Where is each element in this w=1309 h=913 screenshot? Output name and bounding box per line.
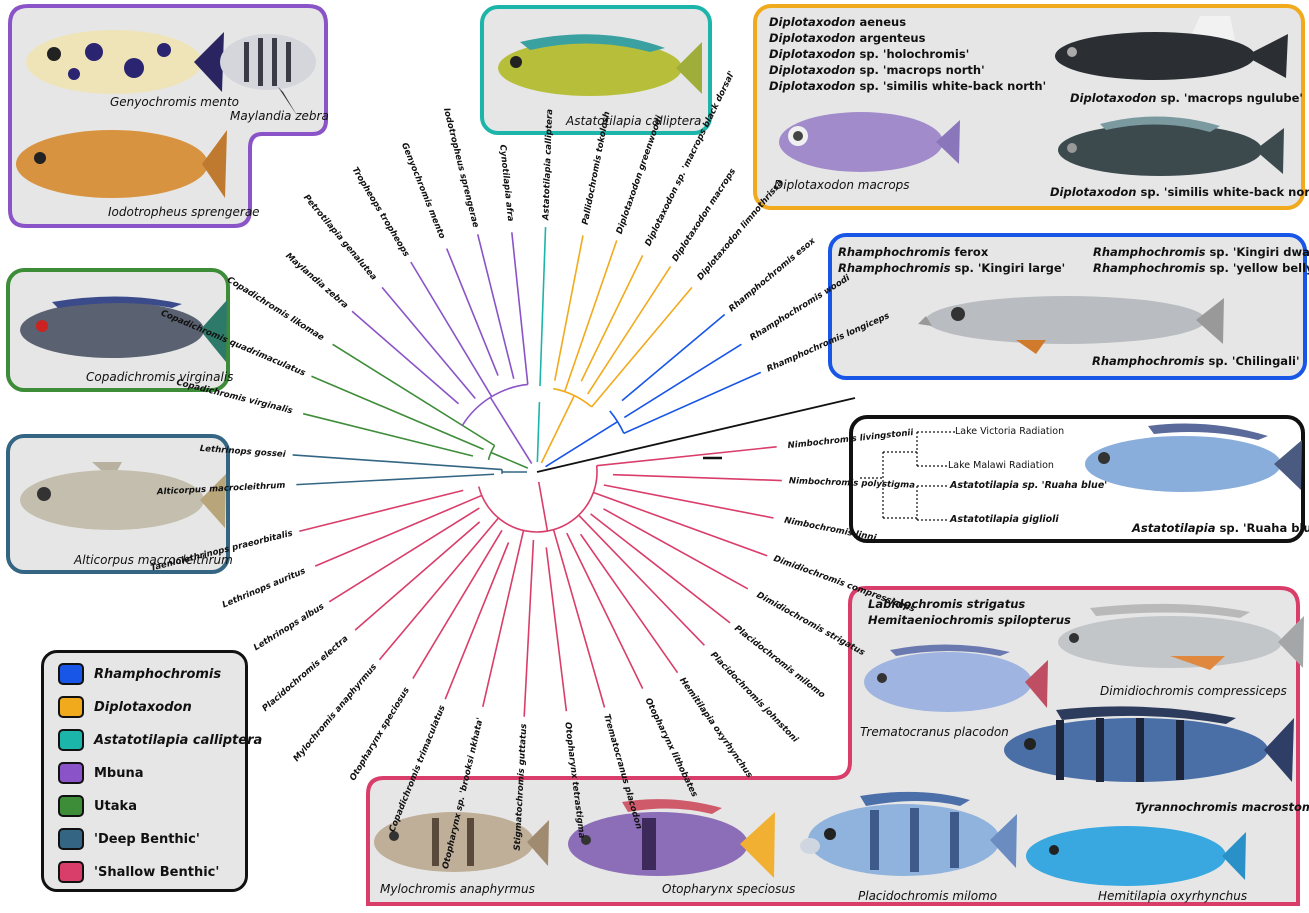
tree-branch: [296, 474, 494, 484]
clade-arc: [479, 466, 597, 532]
tree-tip-label: Stigmatochromis guttatus: [513, 723, 530, 851]
clade-stem: [537, 402, 539, 462]
tree-tip-label: Otopharynx lithobates: [643, 697, 700, 799]
tree-tip-label: Tropheops tropheops: [350, 166, 412, 259]
tree-branch: [447, 249, 498, 376]
tree-branch: [380, 518, 499, 660]
legend-swatch: [58, 795, 84, 817]
tree-tip-label: Lethrinops auritus: [221, 566, 307, 610]
tree-branch: [613, 475, 782, 481]
tree-branch: [603, 509, 747, 589]
tree-tip-label: Otopharynx sp. 'brooksi nkhata': [441, 717, 486, 871]
tree-tip-label: Diplotaxodon sp. 'macrops black dorsal': [643, 70, 737, 248]
tree-branch: [382, 287, 475, 398]
legend-swatch: [58, 828, 84, 850]
legend-entry: Utaka: [58, 795, 137, 817]
clade-stem: [491, 452, 528, 468]
clade-stem: [541, 396, 574, 463]
tree-branch: [604, 485, 774, 518]
tree-branch: [540, 227, 546, 386]
tree-tip-label: Trematocranus placodon: [601, 713, 643, 830]
clade-stem: [539, 482, 548, 531]
tree-tip-label: Otopharynx speciosus: [348, 686, 412, 783]
legend-swatch: [58, 861, 84, 883]
tree-tip-label: Dimidiochromis strigatus: [755, 590, 867, 658]
tree-branch: [555, 235, 583, 380]
outgroup-branch: [537, 398, 855, 472]
legend-label: Astatotilapia calliptera: [94, 733, 262, 748]
legend: RhamphochromisDiplotaxodonAstatotilapia …: [41, 650, 248, 892]
tree-tip-label: Dimidiochromis compressiceps: [772, 554, 916, 615]
tree-branch: [591, 514, 730, 623]
legend-swatch: [58, 663, 84, 685]
legend-label: 'Deep Benthic': [94, 832, 200, 847]
tree-branch: [565, 240, 617, 391]
tree-branch: [567, 533, 643, 688]
legend-entry: 'Shallow Benthic': [58, 861, 219, 883]
legend-label: Mbuna: [94, 766, 144, 781]
tree-tip-label: Nimbochromis linni: [783, 516, 878, 544]
tree-tip-label: Copadichromis trimaculatus: [387, 704, 447, 834]
tree-tip-label: Nimbochromis livingstonii: [787, 428, 915, 451]
tree-branch: [478, 234, 514, 379]
legend-entry: Astatotilapia calliptera: [58, 729, 262, 751]
tree-tip-label: Maylandia zebra: [283, 251, 350, 311]
tree-branch: [546, 547, 566, 711]
legend-swatch: [58, 762, 84, 784]
legend-entry: Mbuna: [58, 762, 144, 784]
tree-branch: [299, 490, 463, 531]
legend-label: 'Shallow Benthic': [94, 865, 219, 880]
tree-tip-label: Lethrinops albus: [252, 602, 326, 653]
clade-stem: [490, 397, 531, 463]
legend-entry: 'Deep Benthic': [58, 828, 200, 850]
tree-tip-label: Genyochromis mento: [399, 141, 447, 240]
tree-tip-label: Astatotilapia calliptera: [541, 109, 555, 222]
tree-branch: [597, 447, 777, 466]
tree-branch: [592, 287, 692, 407]
legend-label: Rhamphochromis: [94, 667, 221, 682]
legend-label: Utaka: [94, 799, 137, 814]
tree-tip-label: Lethrinops gossei: [199, 444, 287, 460]
tree-branch: [579, 515, 705, 645]
legend-swatch: [58, 729, 84, 751]
tree-tip-label: Pallidochromis tokolosh: [581, 111, 613, 226]
tree-tip-label: Alticorpus macrocleithrum: [156, 481, 286, 498]
tree-branch: [588, 267, 671, 394]
tree-tip-label: Otopharynx tetrastigma: [562, 722, 586, 840]
tree-tip-label: Iodotropheus sprengerae: [441, 107, 481, 229]
tree-tip-label: Copadichromis virginalis: [175, 378, 293, 417]
tree-tip-label: Diplotaxodon limnothrissa: [696, 178, 786, 283]
legend-label: Diplotaxodon: [94, 700, 192, 715]
tree-branch: [512, 232, 528, 384]
legend-entry: Rhamphochromis: [58, 663, 221, 685]
tree-branch: [593, 493, 767, 556]
tree-tip-label: Nimbochromis polystigma: [789, 476, 916, 490]
clade-stem: [545, 422, 617, 467]
tree-tip-label: Cynotilapia afra: [497, 144, 515, 222]
tree-tip-label: Copadichromis likomae: [225, 275, 326, 343]
legend-entry: Diplotaxodon: [58, 696, 192, 718]
legend-swatch: [58, 696, 84, 718]
tree-tip-label: Taeniolethrinops praeorbitalis: [150, 529, 294, 574]
tree-branch: [524, 540, 533, 717]
tree-tip-label: Petrotilapia genalutea: [301, 193, 379, 283]
tree-branch: [293, 455, 502, 470]
tree-branch: [445, 542, 508, 699]
tree-branch: [311, 376, 483, 449]
